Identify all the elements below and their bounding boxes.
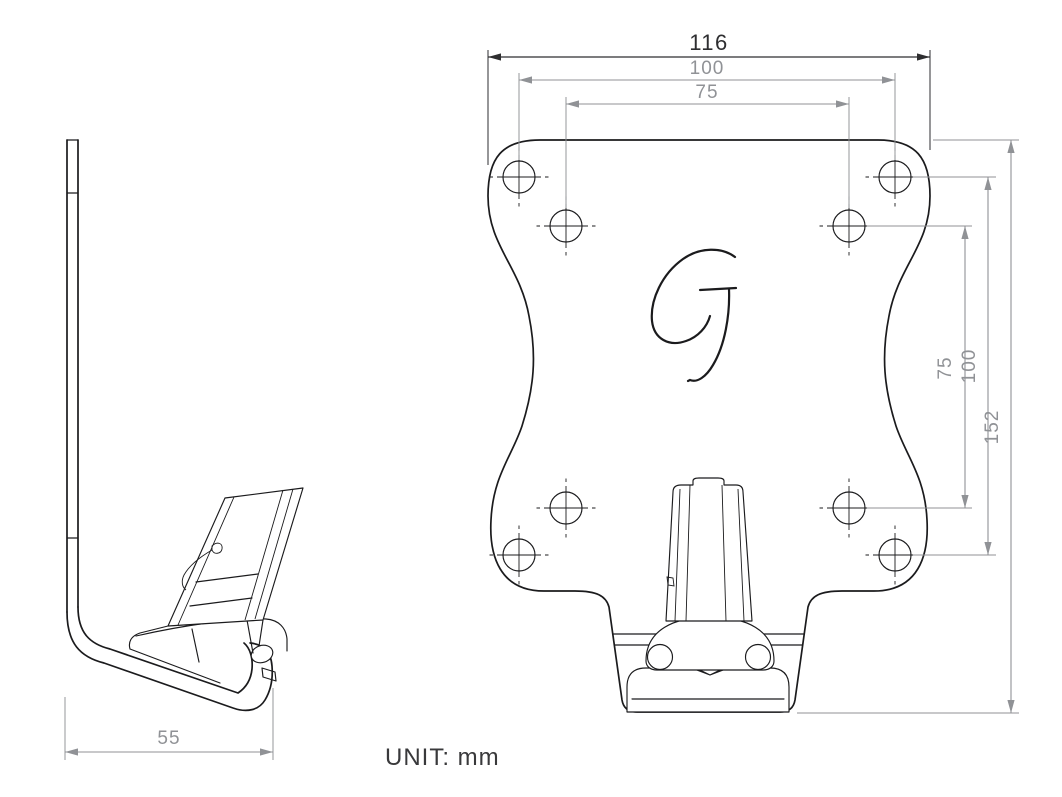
dim-width-100-label: 100 [690,58,725,79]
side-clamp-base-seams [191,619,254,663]
clamp-knob [665,477,753,622]
side-slab-boss-link [258,619,264,647]
side-knob-slab [167,487,304,627]
front-view [487,139,931,713]
unit-note: UNIT: mm [385,744,500,771]
dim-height-152-label: 152 [982,410,1003,445]
side-clamp-rungs [189,573,259,607]
dim-height-100-label: 100 [959,349,980,384]
side-plate-strip [66,139,79,613]
side-foot [66,606,277,712]
dim-width-75-label: 75 [695,82,718,103]
dims-top: 116 100 75 [487,30,931,208]
clamp-ear-left [646,643,674,671]
side-spring-wire [181,542,223,591]
dims-right: 75 100 152 [797,139,1019,714]
vesa-plate-outline [487,139,931,713]
side-clamp-wedge [128,625,221,684]
knob-collar [645,616,775,671]
logo-g [650,248,738,383]
dim-height-75-label: 75 [935,356,956,379]
front-clamp [612,477,805,713]
clamp-ear-right [744,643,772,671]
dim-width-116-label: 116 [689,30,729,55]
side-clamp [128,487,304,684]
knob-notch [666,576,675,587]
knob-flutes [674,484,745,622]
side-view: 55 [64,139,304,760]
dim-depth-55: 55 [64,688,274,760]
dim-depth-label: 55 [157,728,180,749]
side-foot-notch [261,667,277,682]
